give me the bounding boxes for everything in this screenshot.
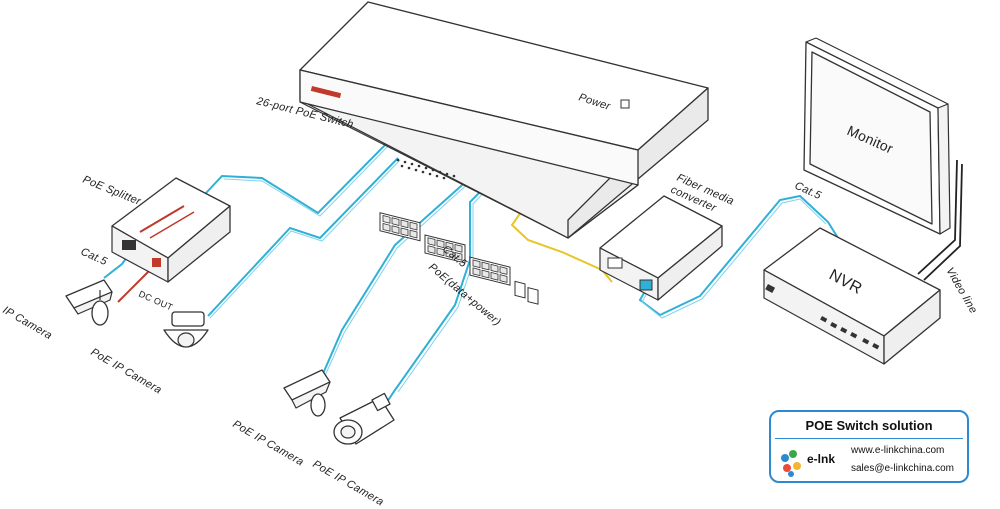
- switch-leds: [396, 158, 456, 180]
- poe-switch: [299, 1, 709, 305]
- converter-sc-port-icon: [607, 257, 623, 269]
- logo-title: POE Switch solution: [805, 418, 933, 433]
- ip-camera-left: [65, 279, 113, 326]
- cable-switch-to-camera-b: [384, 185, 487, 406]
- cable-dc-out: [117, 267, 153, 303]
- cable-switch-to-camera-a: [321, 177, 471, 377]
- switch-brand-icon: [310, 85, 342, 99]
- video-line-cable: [917, 159, 958, 275]
- label-poe-ip-camera-b: PoE IP Camera: [311, 458, 386, 508]
- cable-switch-to-dome: [207, 157, 399, 317]
- cable-switch-to-splitter: [205, 139, 391, 215]
- nvr-buttons: [820, 316, 880, 350]
- label-poe-ip-camera-left: PoE IP Camera: [89, 346, 164, 396]
- label-poe-splitter: PoE Splitter: [81, 174, 144, 209]
- monitor: [803, 37, 951, 235]
- poe-dome-camera: [163, 311, 209, 348]
- e-link-logo-icon: [781, 450, 801, 477]
- power-socket-icon: [620, 99, 630, 109]
- poe-ip-camera-a: [283, 369, 331, 417]
- logo-box: POE Switch solution e-lnk www.e-linkchin…: [769, 410, 969, 483]
- label-ip-camera: IP Camera: [1, 304, 55, 342]
- logo-website[interactable]: www.e-linkchina.com: [851, 445, 945, 456]
- switch-ports[interactable]: [379, 212, 539, 305]
- converter-rj45-icon: [639, 279, 653, 291]
- nvr: [763, 227, 941, 365]
- logo-email[interactable]: sales@e-linkchina.com: [851, 463, 954, 474]
- label-poe-ip-camera-a: PoE IP Camera: [231, 418, 306, 468]
- label-dc-out: DC OUT: [137, 289, 174, 313]
- label-cat5-right: Cat.5: [793, 180, 824, 203]
- splitter-rj45-icon: [122, 240, 136, 250]
- label-cat5-left: Cat.5: [79, 246, 110, 269]
- label-video-line: Video line: [943, 266, 979, 316]
- logo-brand: e-lnk: [807, 452, 836, 466]
- poe-splitter: [111, 177, 231, 283]
- splitter-dc-icon: [152, 258, 161, 267]
- fiber-media-converter: [599, 195, 723, 301]
- logo-divider: [775, 438, 963, 439]
- poe-ip-camera-b: [333, 392, 395, 445]
